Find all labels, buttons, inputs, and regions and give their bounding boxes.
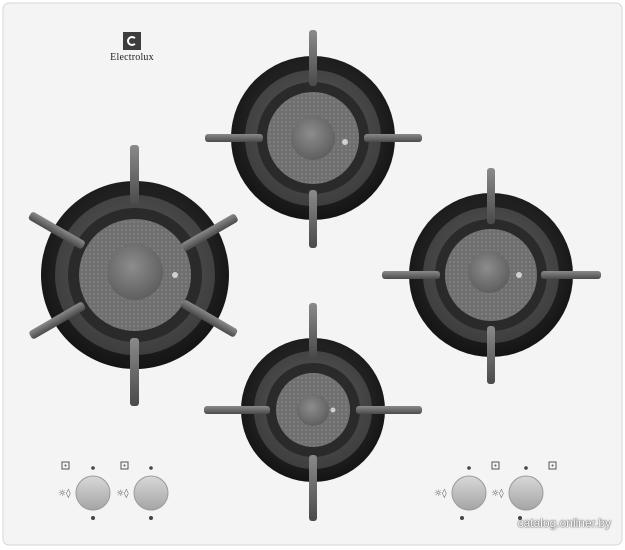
burner-top[interactable] [205,30,422,248]
dot-icon [149,466,153,470]
burner-right-grate-arm [487,168,495,224]
burner-top-grate-arm [364,134,422,142]
burner-bottom-grate-arm [309,303,317,357]
knob-body[interactable] [133,475,169,511]
brand-block: Electrolux [96,32,168,63]
dot-icon [494,464,497,467]
burner-right[interactable] [382,168,601,384]
burner-top-igniter [342,139,348,145]
burner-top-grate-arm [205,134,263,142]
burner-indicator-icon [548,461,557,470]
burner-left-igniter [172,272,178,278]
dot-icon [91,516,95,520]
burner-left-grate-arm [181,214,238,251]
dot-icon [123,464,126,467]
dot-icon [467,466,471,470]
dot-icon [551,464,554,467]
control-knob-4[interactable]: ☼◊ [491,461,557,520]
burner-left-grate-arm [29,302,86,339]
burner-left-grate-arm [28,212,85,249]
electrolux-logo-icon [123,32,141,50]
dot-icon [64,464,67,467]
knob-body[interactable] [508,475,544,511]
burner-top-cap [291,116,335,160]
dot-icon [460,516,464,520]
burner-indicator-icon [120,461,129,470]
knob-body[interactable] [451,475,487,511]
flame-icon: ☼◊ [491,488,504,499]
burner-right-grate-arm [541,271,601,279]
brand-name: Electrolux [110,52,154,63]
burner-right-cap [468,251,510,293]
burner-indicator-icon [491,461,500,470]
knob-body[interactable] [75,475,111,511]
burner-top-grate-arm [309,190,317,248]
burner-bottom-cap [297,394,329,426]
dot-icon [524,466,528,470]
watermark: catalog.onliner.by [517,516,611,530]
burner-right-grate-arm [487,326,495,384]
burner-bottom-grate-arm [309,455,317,521]
dot-icon [91,466,95,470]
burner-bottom-grate-arm [204,406,270,414]
burner-bottom[interactable] [204,303,422,521]
burner-left-grate-arm [130,338,139,406]
burner-right-grate-arm [382,271,440,279]
burner-bottom-grate-arm [356,406,422,414]
burner-right-igniter [516,272,522,278]
burner-left-cap [107,244,163,300]
flame-icon: ☼◊ [58,488,71,499]
flame-icon: ☼◊ [434,488,447,499]
control-knob-2[interactable]: ☼◊ [116,461,169,520]
control-knob-3[interactable]: ☼◊ [434,461,500,520]
burner-left-grate-arm [181,300,238,337]
burner-bottom-igniter [330,407,336,413]
burner-indicator-icon [61,461,70,470]
burner-top-grate-arm [309,30,317,86]
control-knob-1[interactable]: ☼◊ [58,461,111,520]
burner-left[interactable] [28,145,239,406]
flame-icon: ☼◊ [116,488,129,499]
dot-icon [149,516,153,520]
dot-icon [518,516,522,520]
burner-left-grate-arm [130,145,139,205]
